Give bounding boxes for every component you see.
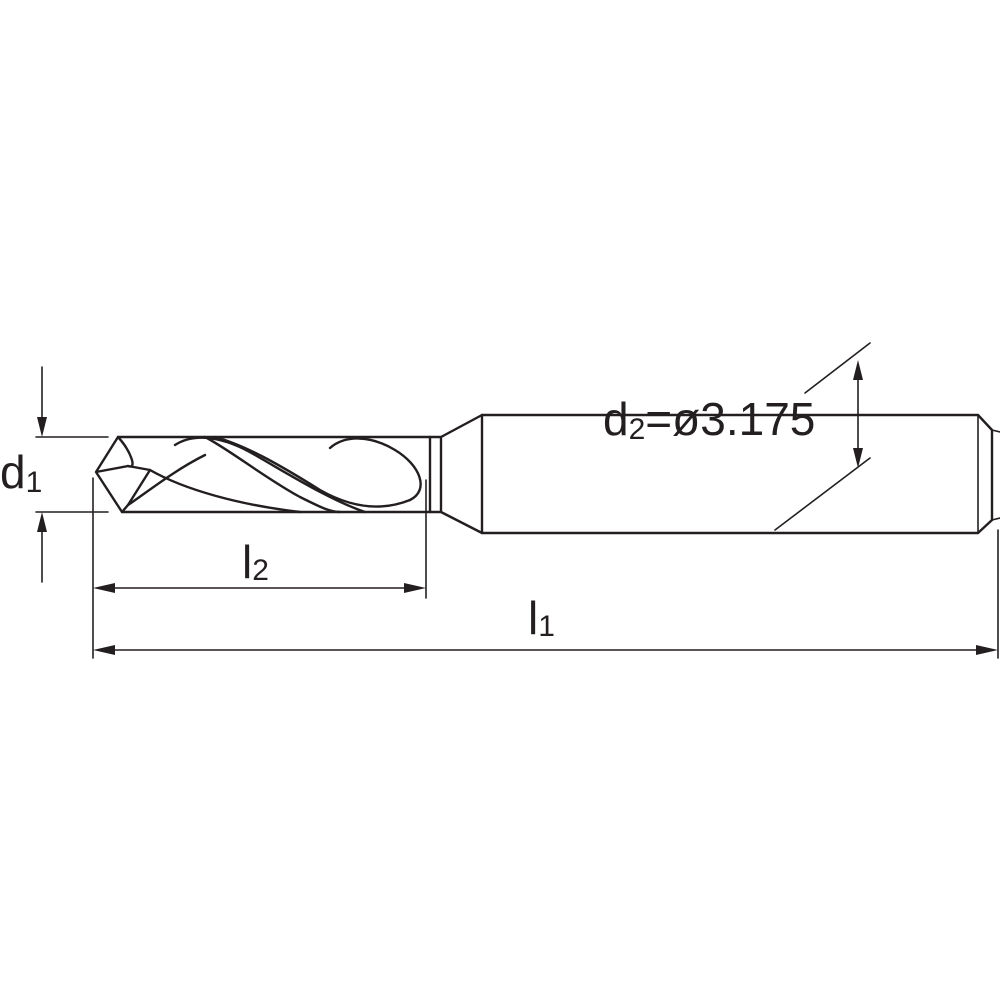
- flute-3: [213, 435, 412, 508]
- l2-label: l2: [242, 536, 269, 588]
- dimension-d2: d2=ø3.175: [603, 342, 871, 531]
- d1-arrow-bottom: [37, 512, 47, 532]
- d2-arrow-bottom: [853, 448, 863, 468]
- shank-end-detail: [991, 429, 1000, 521]
- flute-4: [328, 437, 422, 502]
- d2-arrow-top: [853, 360, 863, 380]
- d2-leader-top: [804, 342, 871, 394]
- flute-1: [148, 468, 302, 514]
- l2-arrow-left: [93, 583, 115, 593]
- l2-arrow-right: [404, 583, 426, 593]
- dimension-d1: d1: [0, 366, 109, 583]
- l1-label: l1: [528, 592, 555, 644]
- flute-6: [126, 453, 207, 507]
- dimension-l1: l1: [93, 529, 999, 659]
- d1-label: d1: [0, 446, 42, 499]
- flute-2: [173, 436, 367, 514]
- drill-tip: [94, 435, 152, 514]
- l1-arrow-left: [93, 645, 115, 655]
- l1-arrow-right: [976, 645, 998, 655]
- d1-arrow-top: [37, 417, 47, 437]
- flute-5: [203, 435, 342, 514]
- d2-label: d2=ø3.175: [603, 393, 815, 446]
- drill-outline: [94, 413, 1000, 535]
- neck-taper: [428, 413, 484, 535]
- d2-leader-bottom: [774, 457, 871, 531]
- dimension-l2: l2: [92, 477, 427, 659]
- flute-envelope: [116, 435, 432, 514]
